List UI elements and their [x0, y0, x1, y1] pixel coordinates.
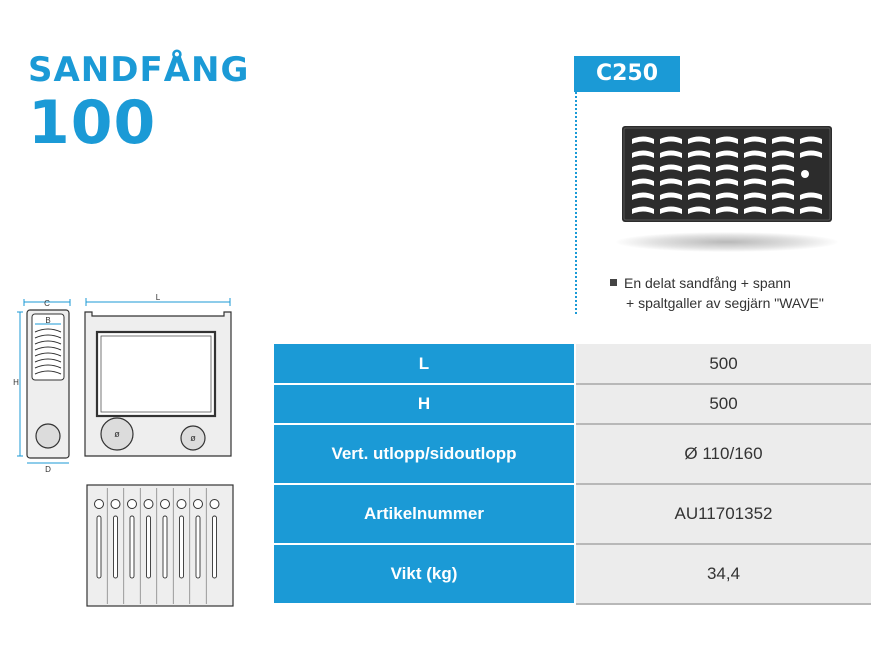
product-title: SANDFÅNG	[28, 50, 250, 90]
dim-label-d: D	[45, 465, 51, 474]
grate-slot	[744, 192, 766, 200]
load-class-badge: C250	[574, 56, 680, 92]
spec-value: 500	[575, 344, 871, 385]
grate-slot	[660, 150, 682, 158]
grate-slot	[744, 206, 766, 214]
side-view-drawing: C B H D	[13, 299, 71, 474]
spec-row-outlet: Vert. utlopp/sidoutlopp Ø 110/160	[274, 424, 871, 485]
grate-slot	[772, 164, 794, 172]
top-view-hole	[127, 499, 137, 509]
description-line-2: + spaltgaller av segjärn "WAVE"	[626, 295, 824, 311]
grate-slot	[716, 178, 738, 186]
diameter-label-2: ø	[190, 433, 196, 443]
grate-slot	[744, 136, 766, 144]
spec-label: L	[274, 344, 576, 385]
description-bullet: En delat sandfång + spann + spaltgaller …	[610, 273, 824, 313]
badge-dotted-line	[575, 92, 577, 314]
grate-slot	[688, 150, 710, 158]
grate-slot	[772, 206, 794, 214]
spec-value: 34,4	[575, 544, 871, 605]
grate-slot	[800, 192, 822, 200]
spec-label: H	[274, 384, 576, 425]
grate-slot	[744, 150, 766, 158]
top-view-hole	[143, 499, 154, 509]
spec-table: L 500 H 500 Vert. utlopp/sidoutlopp Ø 11…	[274, 344, 871, 605]
dim-label-c: C	[44, 299, 50, 308]
top-view-slot	[113, 515, 118, 579]
grate-slot	[660, 206, 682, 214]
grate-slot	[688, 164, 710, 172]
grate-slot	[716, 164, 738, 172]
grate-slot	[660, 178, 682, 186]
grate-slot	[688, 136, 710, 144]
grate-slot	[660, 164, 682, 172]
dim-label-l: L	[156, 293, 161, 302]
top-view-slot	[179, 515, 184, 579]
spec-value: 500	[575, 384, 871, 425]
grate-slot	[716, 192, 738, 200]
grate-slot	[744, 178, 766, 186]
grate-slot	[688, 192, 710, 200]
top-view-slot	[212, 515, 217, 579]
spec-label: Vikt (kg)	[274, 544, 576, 605]
bullet-square-icon	[610, 279, 617, 286]
grate-slot	[716, 136, 738, 144]
wave-grate-image	[596, 126, 858, 260]
spec-value: Ø 110/160	[575, 424, 871, 485]
spec-row-h: H 500	[274, 384, 871, 425]
grate-slot	[660, 192, 682, 200]
grate-slot	[632, 150, 654, 158]
grate-slot	[800, 206, 822, 214]
grate-slot	[632, 164, 654, 172]
top-view-slot	[195, 515, 201, 579]
top-view-hole	[176, 499, 187, 509]
spec-value: AU11701352	[575, 484, 871, 545]
grate-slot	[800, 150, 822, 158]
grate-slot	[772, 150, 794, 158]
product-model-number: 100	[28, 88, 157, 158]
top-view-slot	[146, 515, 151, 579]
grate-slot	[716, 206, 738, 214]
front-view-drawing: L ø ø	[84, 293, 232, 457]
dim-label-b: B	[45, 316, 50, 325]
grate-shadow	[616, 232, 838, 252]
grate-slot	[688, 206, 710, 214]
grate-slot	[800, 136, 822, 144]
grate-svg	[622, 126, 832, 222]
grate-slot	[688, 178, 710, 186]
spec-label: Artikelnummer	[274, 484, 576, 545]
top-view-slot	[162, 515, 168, 579]
grate-slot	[772, 178, 794, 186]
grate-slot	[632, 136, 654, 144]
spec-row-weight: Vikt (kg) 34,4	[274, 544, 871, 605]
diameter-label-1: ø	[114, 429, 120, 439]
top-view-hole	[193, 499, 203, 509]
description-line-1: En delat sandfång + spann	[624, 275, 791, 291]
grate-slot	[716, 150, 738, 158]
grate-slot	[744, 164, 766, 172]
top-view-hole	[209, 499, 220, 509]
grate-slot	[632, 178, 654, 186]
top-view-slot	[96, 515, 102, 579]
grate-slot	[632, 192, 654, 200]
top-view-slot	[129, 515, 135, 579]
top-view-hole	[94, 499, 104, 509]
top-view-hole	[110, 499, 121, 509]
dim-label-h: H	[13, 378, 19, 387]
grate-slot	[660, 136, 682, 144]
top-view-drawing	[86, 484, 234, 607]
spec-row-l: L 500	[274, 344, 871, 385]
spec-label: Vert. utlopp/sidoutlopp	[274, 424, 576, 485]
grate-slot	[632, 206, 654, 214]
spec-row-article-number: Artikelnummer AU11701352	[274, 484, 871, 545]
top-view-hole	[160, 499, 170, 509]
grate-slot	[772, 136, 794, 144]
grate-slot	[772, 192, 794, 200]
